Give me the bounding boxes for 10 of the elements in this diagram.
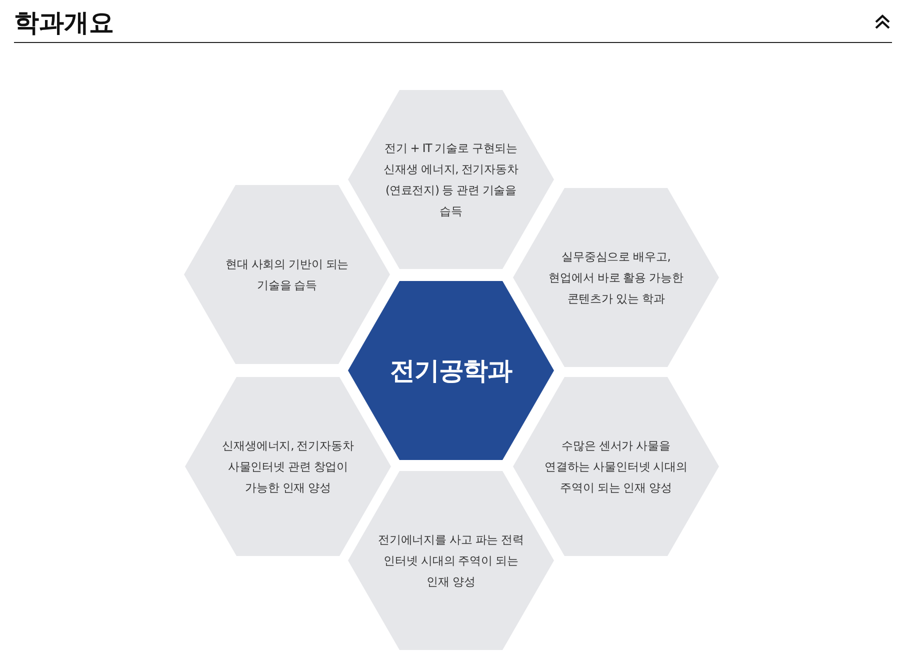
hexagon-text: 전기 + IT 기술로 구현되는 신재생 에너지, 전기자동차 (연료전지) 등 관련 기술을 습득 xyxy=(382,140,520,220)
hexagon-tile xyxy=(348,90,554,269)
page-title: 학과개요 xyxy=(14,7,114,39)
hexagon-text: 전기에너지를 사고 파는 전력 인터넷 시대의 주역이 되는 인재 양성 xyxy=(377,531,525,590)
hexagon-text: 현대 사회의 기반이 되는 기술을 습득 xyxy=(224,256,350,294)
hexagon-text: 수많은 센서가 사물을 연결하는 사물인터넷 시대의 주역이 되는 인재 양성 xyxy=(544,437,688,496)
hexagon-text: 신재생에너지, 전기자동차 사물인터넷 관련 창업이 가능한 인재 양성 xyxy=(221,437,355,496)
center-title: 전기공학과 xyxy=(390,354,512,386)
hexagon-tile xyxy=(348,471,554,650)
hexagon-text: 실무중심으로 배우고, 현업에서 바로 활용 가능한 콘텐츠가 있는 학과 xyxy=(548,248,684,307)
